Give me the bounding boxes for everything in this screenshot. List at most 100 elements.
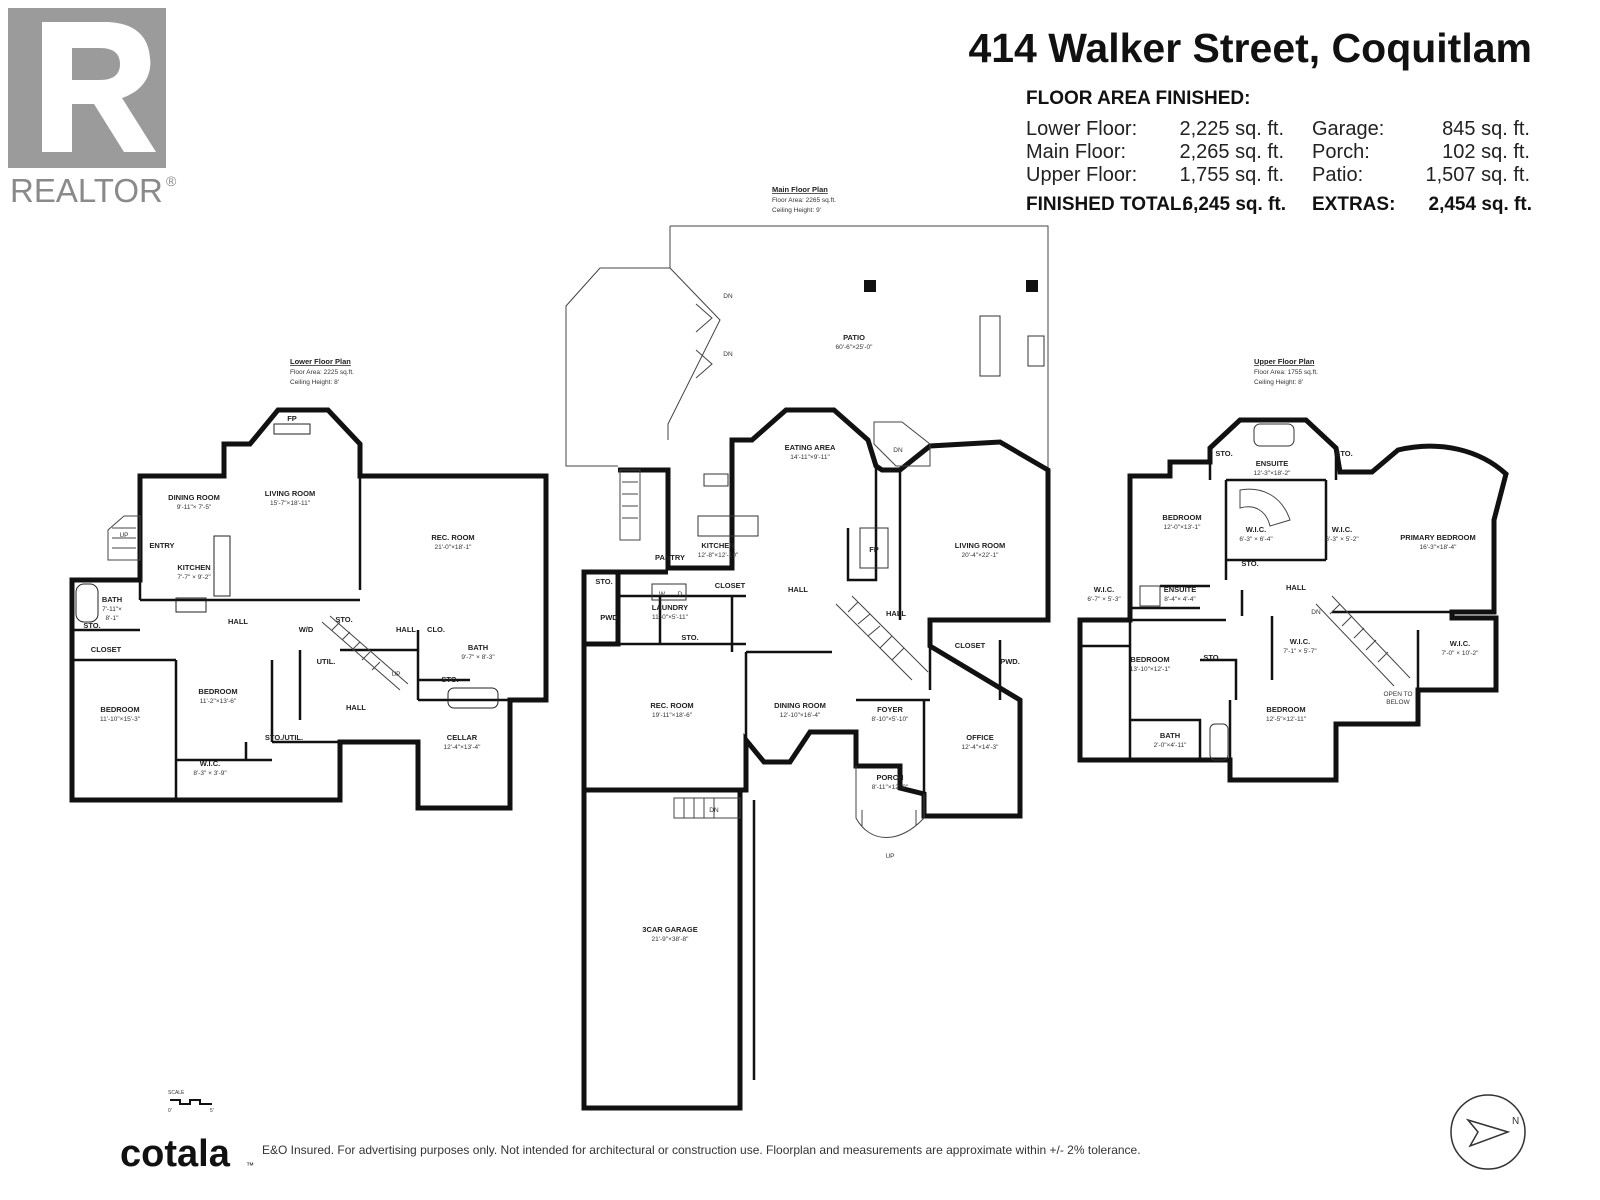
lower-stair xyxy=(321,615,409,691)
main-dim-patio: 60'-6"×25'-0" xyxy=(836,344,874,351)
main-patio-post xyxy=(864,280,876,292)
upper-floor-plan: Upper Floor Plan Floor Area: 1755 sq.ft.… xyxy=(1077,357,1509,783)
patio-value: 1,507 sq. ft. xyxy=(1425,164,1530,186)
upper-floor-label: Upper Floor: xyxy=(1026,164,1137,186)
main-dim-kitchen: 12'-8"×12'-10" xyxy=(698,552,739,559)
garage-label: Garage: xyxy=(1312,118,1384,140)
upper-label-dn: DN xyxy=(1311,609,1321,616)
lower-floor-value: 2,225 sq. ft. xyxy=(1179,118,1284,140)
main-room-rec: REC. ROOM xyxy=(650,701,693,710)
upper-outer-wall xyxy=(1077,417,1509,783)
garage-value: 845 sq. ft. xyxy=(1442,118,1530,140)
main-plan-title: Main Floor Plan xyxy=(772,185,828,194)
finished-total-label: FINISHED TOTAL: xyxy=(1026,194,1188,215)
north-circle xyxy=(1450,1094,1526,1170)
disclaimer-text: E&O Insured. For advertising purposes on… xyxy=(262,1143,1141,1157)
lower-plan-ceiling: Ceiling Height: 8' xyxy=(290,379,339,386)
lower-floor-label: Lower Floor: xyxy=(1026,118,1137,140)
lower-room-bedroom: BEDROOM xyxy=(100,705,139,714)
north-pointer-icon xyxy=(1465,1118,1511,1148)
main-label-pwd: PWD. xyxy=(600,613,620,622)
main-dim-porch: 8'-11"×12'-0" xyxy=(872,784,909,791)
upper-stair xyxy=(1315,595,1411,687)
main-room-garage: 3CAR GARAGE xyxy=(642,925,697,934)
realtor-mark: ® xyxy=(166,173,177,189)
upper-dim-wic: 6'-3" × 6'-4" xyxy=(1239,536,1273,543)
cotala-logo: cotala xyxy=(120,1133,231,1175)
upper-room-ensuite: ENSUITE xyxy=(1256,459,1289,468)
lower-dim-dining: 9'-11"× 7'-5" xyxy=(177,504,212,511)
main-dim-living: 20'-4"×22'-1" xyxy=(962,552,1000,559)
lower-dim-wic: 8'-3" × 3'-9" xyxy=(193,770,227,777)
main-label-closet: CLOSET xyxy=(715,581,746,590)
extras-value: 2,454 sq. ft. xyxy=(1429,194,1533,215)
main-room-foyer: FOYER xyxy=(877,705,903,714)
upper-ensuite-tub xyxy=(1253,423,1295,447)
main-patio-bar xyxy=(979,315,1001,377)
lower-label-clo: CLO. xyxy=(427,625,445,634)
main-patio-grill xyxy=(1027,335,1045,367)
lower-dim-bath-2: 9'-7" × 8'-3" xyxy=(461,654,495,661)
upper-plan-title: Upper Floor Plan xyxy=(1254,357,1315,366)
upper-room-ensuite-2: ENSUITE xyxy=(1164,585,1197,594)
upper-room-wic: W.I.C. xyxy=(1246,525,1266,534)
main-porch-columns xyxy=(861,810,917,826)
main-label-dn-4: DN xyxy=(709,807,719,814)
main-patio-steps xyxy=(695,303,713,379)
main-room-living: LIVING ROOM xyxy=(955,541,1005,550)
upper-label-below: BELOW xyxy=(1386,699,1410,706)
lower-room-bath-2: BATH xyxy=(468,643,488,652)
upper-room-bedroom-3: BEDROOM xyxy=(1266,705,1305,714)
upper-ensuite-shower xyxy=(1239,488,1291,527)
main-dim-rec: 19'-11"×18'-6" xyxy=(652,712,693,719)
main-side-stair xyxy=(619,469,641,541)
main-dim-office: 12'-4"×14'-3" xyxy=(962,744,1000,751)
upper-plan-area: Floor Area: 1755 sq.ft. xyxy=(1254,369,1318,376)
main-washer-dryer xyxy=(651,583,687,601)
main-dim-eating: 14'-11"×9'-11" xyxy=(790,454,830,461)
lower-dim-bedroom: 11'-10"×15'-3" xyxy=(100,716,141,723)
upper-dim-bedroom: 12'-0"×13'-1" xyxy=(1164,524,1202,531)
upper-room-wic-2: W.I.C. xyxy=(1332,525,1352,534)
lower-label-fp: FP xyxy=(287,414,297,423)
lower-label-entry: ENTRY xyxy=(149,541,174,550)
page-title: 414 Walker Street, Coquitlam xyxy=(968,25,1532,71)
upper-room-wic-3: W.I.C. xyxy=(1094,585,1114,594)
upper-label-sto-4: STO. xyxy=(1203,653,1220,662)
upper-dim-bedroom-3: 12'-5"×12'-11" xyxy=(1266,716,1307,723)
lower-dim-rec: 21'-0"×18'-1" xyxy=(435,544,473,551)
upper-dim-ensuite-2: 8'-4"× 4'-4" xyxy=(1164,596,1196,603)
lower-label-closet: CLOSET xyxy=(91,645,122,654)
lower-plan-title: Lower Floor Plan xyxy=(290,357,351,366)
upper-label-open-to: OPEN TO xyxy=(1383,691,1412,698)
lower-label-wd: W/D xyxy=(299,625,314,634)
main-label-dn-2: DN xyxy=(723,351,733,358)
main-floor-value: 2,265 sq. ft. xyxy=(1179,141,1284,163)
main-dim-laundry: 11'-0"×5'-11" xyxy=(652,614,689,621)
upper-room-wic-4: W.I.C. xyxy=(1290,637,1310,646)
main-label-fp: FP xyxy=(869,545,879,554)
upper-dim-primary: 16'-3"×18'-4" xyxy=(1420,544,1458,551)
north-mark: N xyxy=(1512,1116,1519,1127)
lower-bathtub-2 xyxy=(447,687,499,709)
lower-label-hall-3: HALL xyxy=(396,625,416,634)
main-label-pantry: PANTRY xyxy=(655,553,685,562)
upper-bathtub xyxy=(1209,723,1229,761)
upper-dim-wic-3: 6'-7" × 5'-3" xyxy=(1087,596,1121,603)
upper-label-sto: STO. xyxy=(1215,449,1232,458)
lower-label-util: UTIL. xyxy=(317,657,336,666)
main-room-dining: DINING ROOM xyxy=(774,701,826,710)
main-label-dryer: D xyxy=(678,591,683,598)
main-label-up: UP xyxy=(885,853,894,860)
lower-room-wic: W.I.C. xyxy=(200,759,220,768)
main-dim-garage: 21'-9"×38'-8" xyxy=(652,936,690,943)
upper-room-primary: PRIMARY BEDROOM xyxy=(1400,533,1475,542)
main-label-sto-2: STO. xyxy=(681,633,698,642)
scale-end: 5' xyxy=(210,1108,214,1114)
lower-plan-area: Floor Area: 2225 sq.ft. xyxy=(290,369,354,376)
main-stair xyxy=(835,595,929,681)
lower-room-bedroom-2: BEDROOM xyxy=(198,687,237,696)
lower-label-sto-util: STO./UTIL. xyxy=(265,733,303,742)
lower-dim-bath-a: 7'-11"× xyxy=(102,606,122,613)
